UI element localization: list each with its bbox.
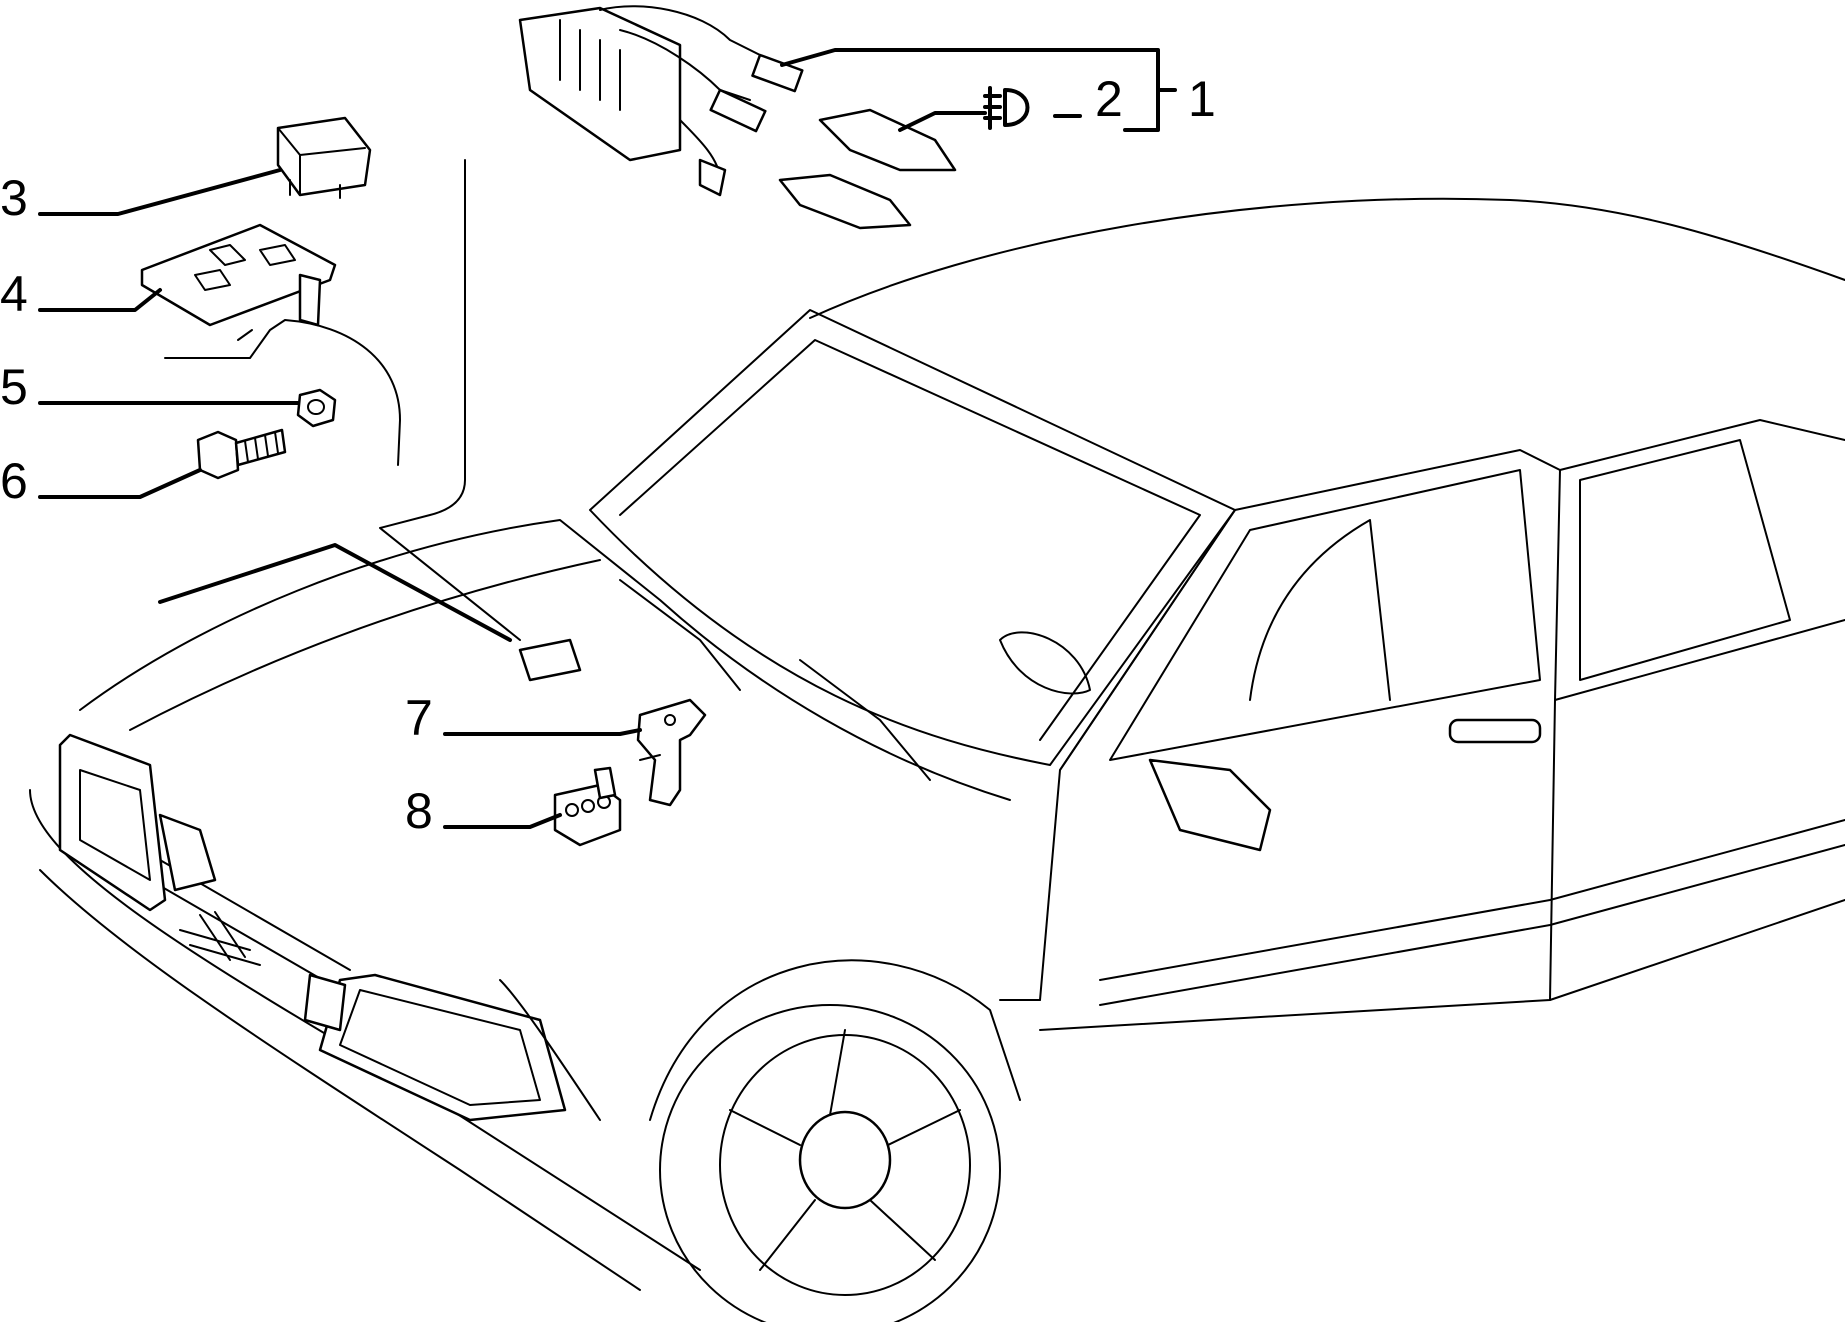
leader-4 — [38, 288, 162, 312]
callout-2: 2 — [1095, 71, 1123, 127]
side-mirror — [1148, 758, 1272, 852]
wiring-harness-assembly — [518, 5, 957, 230]
fog-light-connector-upper — [818, 108, 957, 172]
wiper-left — [619, 579, 741, 691]
steering-wheel — [999, 631, 1091, 695]
front-seat — [1249, 519, 1391, 701]
leader-lines — [38, 48, 1177, 829]
relay-bracket — [140, 223, 337, 327]
fog-light-icon — [983, 86, 1030, 130]
car-front-window — [1109, 469, 1541, 761]
hex-bolt — [196, 428, 287, 480]
body-side-molding — [1099, 819, 1845, 1006]
left-headlight-bracket — [158, 813, 217, 892]
right-headlight-lens — [339, 989, 541, 1106]
leader-6 — [38, 468, 202, 499]
car-rear-door — [1549, 419, 1845, 1001]
leader-7 — [443, 728, 642, 736]
connector-block — [553, 766, 622, 847]
car-hood-crease — [129, 559, 601, 731]
harness-connector-b — [709, 88, 767, 133]
left-headlight — [58, 733, 167, 912]
callout-8: 8 — [405, 783, 433, 839]
leader-hood-mark — [158, 543, 512, 642]
front-wheel-arch — [649, 959, 1021, 1121]
car-roof-line — [809, 197, 1845, 319]
callout-3: 3 — [0, 170, 28, 226]
front-fender — [499, 979, 1041, 1121]
car-windshield — [589, 309, 1236, 766]
callout-1: 1 — [1188, 71, 1216, 127]
hex-nut — [296, 388, 337, 428]
leader-to-firewall — [379, 159, 521, 641]
car-hood — [79, 519, 1011, 801]
leader-1 — [1123, 48, 1177, 132]
car-windshield-inner — [619, 339, 1201, 741]
harness-connector-a — [751, 53, 804, 93]
fog-light-connector-lower — [778, 173, 912, 230]
leader-3 — [38, 168, 282, 216]
relay — [276, 116, 372, 199]
front-wheel — [649, 959, 1021, 1322]
callout-5: 5 — [0, 359, 28, 415]
front-bumper-lower — [39, 869, 641, 1291]
callout-7: 7 — [405, 690, 433, 746]
callout-labels: 1 2 3 4 5 6 7 8 — [0, 71, 1216, 839]
right-headlight — [318, 973, 567, 1122]
left-headlight-lens — [79, 769, 151, 881]
wiper-right — [799, 659, 931, 781]
car-rear-window — [1579, 439, 1791, 681]
leader-2-to-part — [898, 111, 987, 132]
callout-6: 6 — [0, 453, 28, 509]
grille-badge — [179, 911, 261, 966]
leader-8 — [443, 813, 562, 829]
installed-relay-bracket — [518, 638, 582, 682]
harness-plug — [698, 158, 727, 197]
car-illustration — [29, 197, 1845, 1322]
leader-assembly-to-car — [164, 319, 401, 466]
leader-bolt-axis — [237, 329, 253, 341]
callout-4: 4 — [0, 266, 28, 322]
mounting-bracket — [636, 698, 707, 807]
leader-1-to-harness — [780, 48, 1127, 67]
right-headlight-bracket — [303, 973, 347, 1032]
front-door-handle — [1448, 718, 1542, 744]
